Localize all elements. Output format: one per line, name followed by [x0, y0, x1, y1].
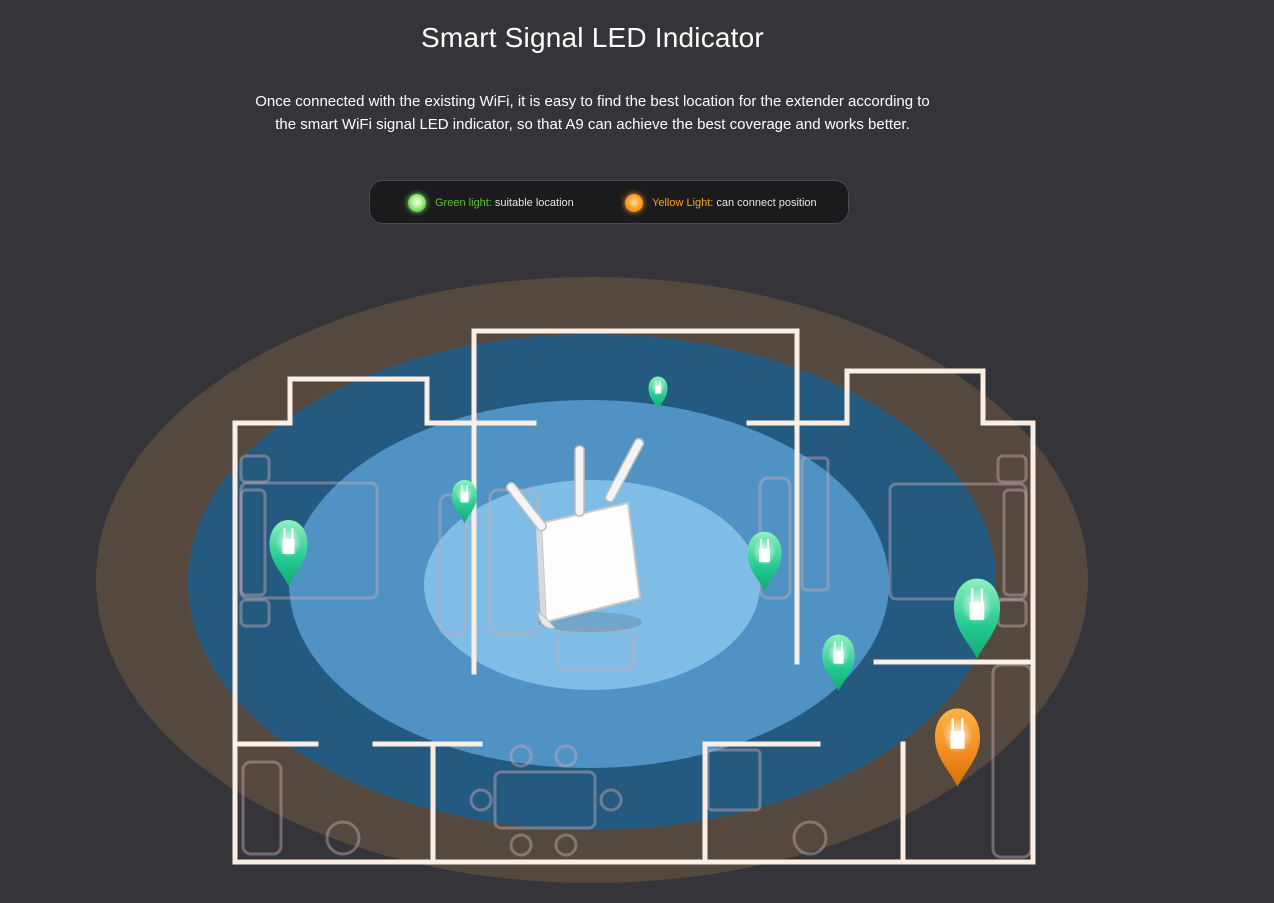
yellow-light-label: Yellow Light: — [652, 197, 714, 209]
nightstand-left-bottom — [239, 598, 271, 628]
chair-4 — [554, 833, 578, 857]
bed-left — [239, 481, 379, 600]
yellow-light-icon — [625, 194, 643, 212]
wardrobe-right — [1002, 488, 1028, 597]
yellow-light-text: can connect position — [716, 197, 817, 209]
router-icon — [505, 437, 645, 632]
chair-1 — [509, 744, 533, 768]
legend-item-green: Green light: suitable location — [408, 194, 574, 212]
toilet-left — [325, 820, 361, 856]
led-legend: Green light: suitable location Yellow Li… — [369, 180, 849, 224]
wall-outline — [232, 328, 1036, 865]
dining-table — [493, 770, 597, 830]
description-line-2: the smart WiFi signal LED indicator, so … — [275, 116, 910, 133]
chair-2 — [554, 744, 578, 768]
description: Once connected with the existing WiFi, i… — [200, 90, 985, 136]
nightstand-left-top — [239, 454, 271, 484]
counter-right — [706, 748, 762, 812]
nightstand-right-top — [996, 454, 1028, 484]
coffee-table — [556, 628, 636, 672]
green-light-icon — [408, 194, 426, 212]
description-line-1: Once connected with the existing WiFi, i… — [255, 93, 930, 110]
cabinet-right — [800, 456, 830, 592]
walls — [232, 328, 1036, 865]
chair-3 — [509, 833, 533, 857]
chair-6 — [599, 788, 623, 812]
chair-5 — [469, 788, 493, 812]
bathtub-left — [241, 760, 283, 856]
wardrobe-left — [239, 488, 267, 597]
green-light-text: suitable location — [494, 197, 574, 209]
page-title: Smart Signal LED Indicator — [421, 22, 764, 53]
toilet-right — [792, 820, 828, 856]
legend-item-yellow: Yellow Light: can connect position — [625, 194, 817, 212]
green-light-label: Green light: — [435, 197, 492, 209]
